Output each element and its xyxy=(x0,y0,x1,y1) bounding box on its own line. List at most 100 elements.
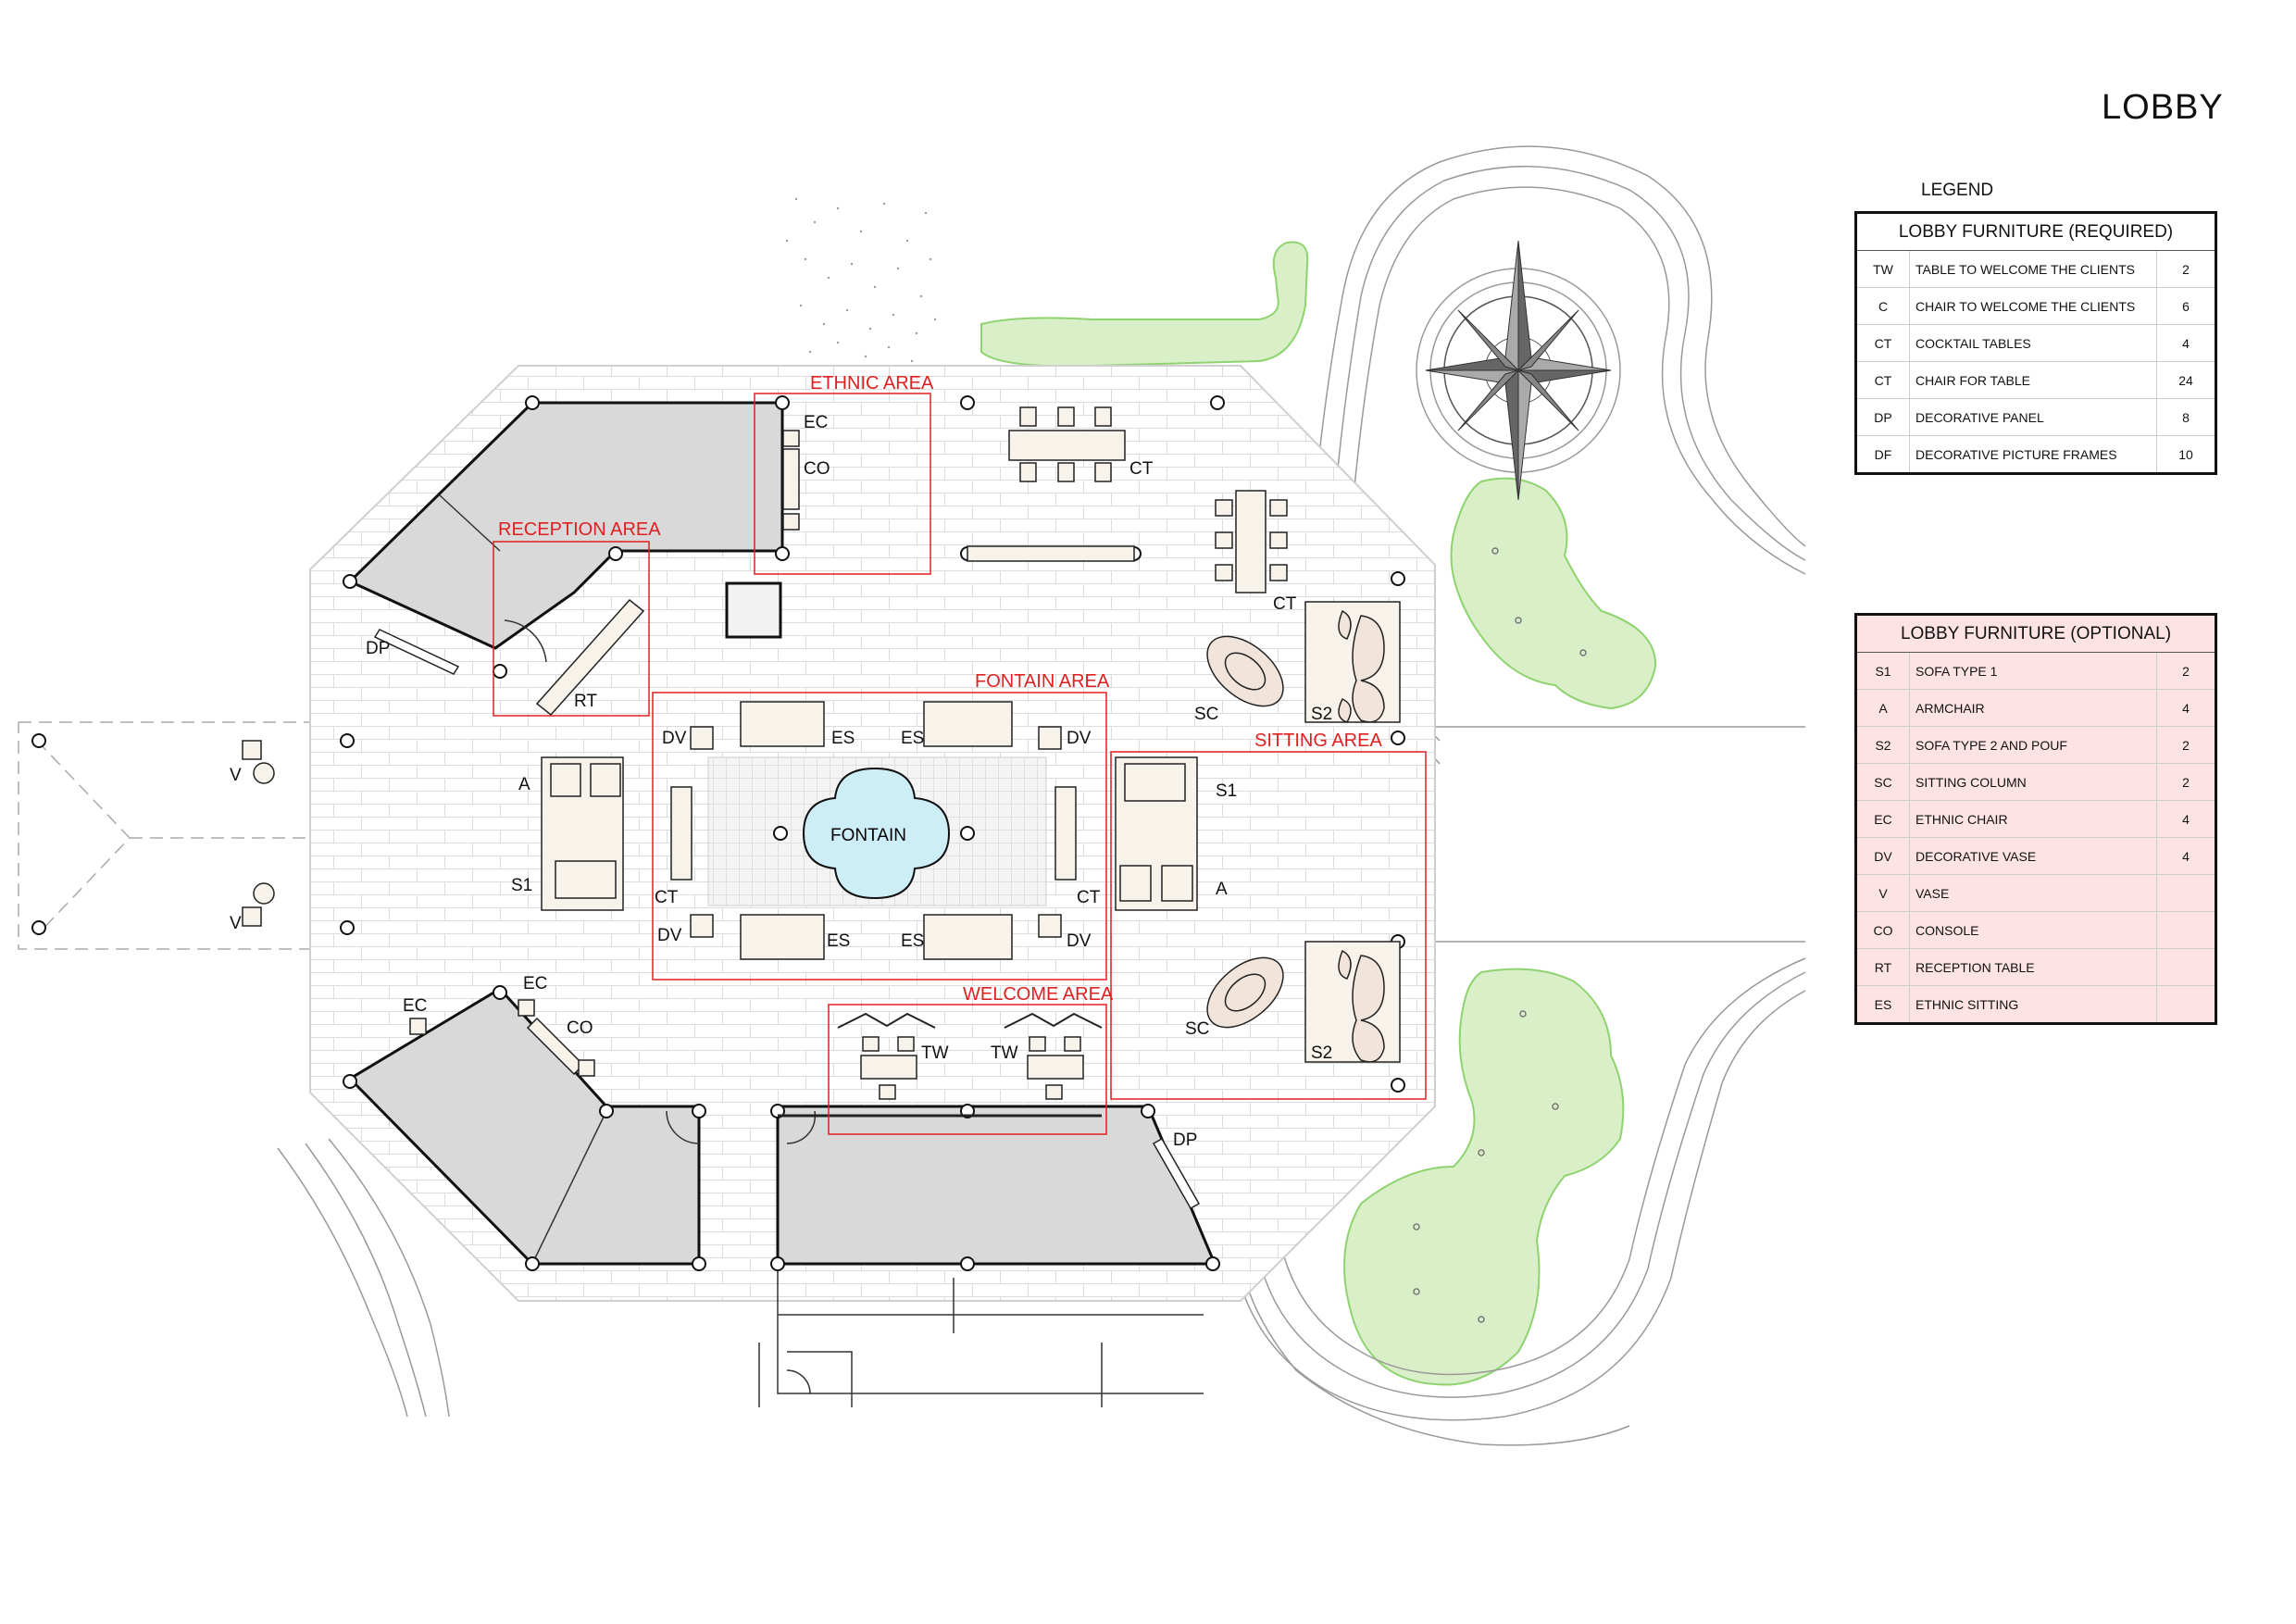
legend-code: TW xyxy=(1855,250,1910,288)
legend-qty xyxy=(2156,874,2216,912)
plan-label: ES xyxy=(901,729,924,748)
plan-label: CT xyxy=(1077,888,1101,907)
plan-label: CT xyxy=(655,888,679,907)
zone-label-sitting: SITTING AREA xyxy=(1254,731,1382,751)
sitting-columns xyxy=(1206,635,1284,1029)
reception-area-outline xyxy=(493,541,650,717)
fontain-area-outline xyxy=(652,692,1107,981)
legend-qty: 2 xyxy=(2156,763,2216,801)
legend-name: CHAIR TO WELCOME THE CLIENTS xyxy=(1909,287,2157,325)
plan-label: ES xyxy=(827,931,850,951)
legend-code: S2 xyxy=(1855,726,1910,764)
legend-qty: 2 xyxy=(2156,652,2216,690)
legend-code: A xyxy=(1855,689,1910,727)
legend-qty: 4 xyxy=(2156,800,2216,838)
plan-label: V xyxy=(230,766,242,785)
legend-table-heading: LOBBY FURNITURE (REQUIRED) xyxy=(1855,212,2216,251)
legend-name: CONSOLE xyxy=(1909,911,2157,949)
legend-heading: LEGEND xyxy=(1921,181,1994,200)
legend-code: CT xyxy=(1855,361,1910,399)
plan-label: ES xyxy=(901,931,924,951)
legend-qty: 10 xyxy=(2156,435,2216,474)
legend-name: DECORATIVE VASE xyxy=(1909,837,2157,875)
legend-name: SITTING COLUMN xyxy=(1909,763,2157,801)
legend-qty: 2 xyxy=(2156,726,2216,764)
legend-qty: 8 xyxy=(2156,398,2216,436)
plan-label: DV xyxy=(662,729,687,748)
plan-label: TW xyxy=(991,1043,1018,1063)
plan-label: S1 xyxy=(1216,781,1237,801)
plan-label: EC xyxy=(523,974,547,993)
furniture-labels: EC CO CT CT DP RT SC S2 DV ES ES DV A S1… xyxy=(230,413,1332,1150)
legend-name: ARMCHAIR xyxy=(1909,689,2157,727)
walls xyxy=(347,401,1215,1266)
plan-label: CO xyxy=(567,1018,593,1038)
legend-name: COCKTAIL TABLES xyxy=(1909,324,2157,362)
legend-code: EC xyxy=(1855,800,1910,838)
fountain-pool xyxy=(802,767,951,900)
legend-qty: 24 xyxy=(2156,361,2216,399)
legend-code: C xyxy=(1855,287,1910,325)
curved-sofas xyxy=(1338,609,1385,1063)
legend-code: CT xyxy=(1855,324,1910,362)
legend-qty: 4 xyxy=(2156,324,2216,362)
plan-label: CO xyxy=(804,459,830,479)
plan-label: A xyxy=(518,775,530,794)
tree-markers xyxy=(1413,547,1587,1323)
legend-code: DV xyxy=(1855,837,1910,875)
legend-name: VASE xyxy=(1909,874,2157,912)
sitting-area-outline xyxy=(1110,751,1427,1100)
planting xyxy=(980,241,1657,1386)
legend-qty xyxy=(2156,985,2216,1024)
ethnic-area-outline xyxy=(754,393,931,575)
welcome-area-outline xyxy=(828,1004,1107,1135)
legend-name: DECORATIVE PANEL xyxy=(1909,398,2157,436)
legend-qty: 2 xyxy=(2156,250,2216,288)
gravel-area xyxy=(785,197,937,363)
plan-label: S2 xyxy=(1311,1043,1332,1063)
plan-label: DV xyxy=(1067,729,1092,748)
plan-label: V xyxy=(230,914,242,933)
legend-qty: 6 xyxy=(2156,287,2216,325)
legend-code: RT xyxy=(1855,948,1910,986)
fountain-area: FONTAIN xyxy=(707,756,1047,906)
zone-outlines xyxy=(493,393,1427,1135)
legend-name: TABLE TO WELCOME THE CLIENTS xyxy=(1909,250,2157,288)
legend-code: SC xyxy=(1855,763,1910,801)
plan-label: RT xyxy=(574,692,597,711)
legend-name: ETHNIC CHAIR xyxy=(1909,800,2157,838)
column-markers xyxy=(31,395,1405,1271)
compass-rose-icon xyxy=(1425,240,1612,501)
plan-label: ES xyxy=(831,729,855,748)
door-swings xyxy=(504,619,817,1394)
partition-lines xyxy=(439,494,1204,1407)
plan-label: CT xyxy=(1129,459,1154,479)
plan-label: DP xyxy=(1173,1131,1197,1150)
plan-label: DV xyxy=(657,926,682,945)
legend-name: ETHNIC SITTING xyxy=(1909,985,2157,1024)
plan-label: A xyxy=(1216,880,1228,899)
plan-label: SC xyxy=(1194,705,1218,724)
zone-labels: ETHNIC AREA RECEPTION AREA FONTAIN AREA … xyxy=(498,373,1382,1005)
plan-label: EC xyxy=(403,996,427,1016)
legend-code: CO xyxy=(1855,911,1910,949)
fountain-label: FONTAIN xyxy=(830,826,906,845)
zone-label-reception: RECEPTION AREA xyxy=(498,519,661,540)
plan-label: TW xyxy=(921,1043,949,1063)
plan-label: SC xyxy=(1185,1019,1209,1039)
